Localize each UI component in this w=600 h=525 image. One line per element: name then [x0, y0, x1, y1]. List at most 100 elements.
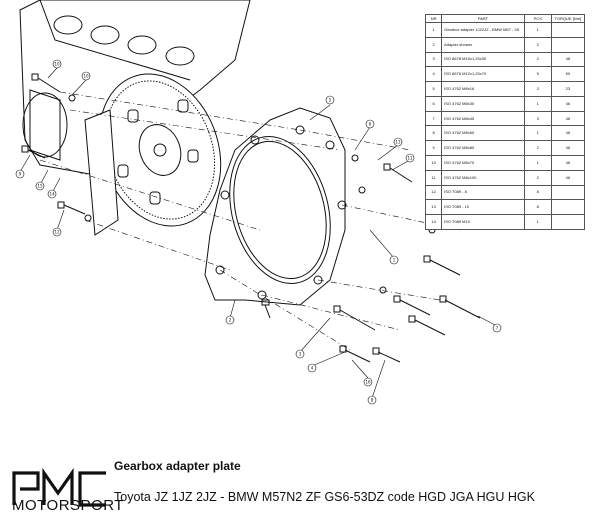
callout-label: 5 — [329, 97, 332, 102]
cell-part: ISO 7089 - 8 — [441, 184, 525, 201]
cell-nr: 13 — [424, 199, 443, 216]
cell-pcs: 1 — [523, 22, 552, 38]
column-header-part: PART — [441, 14, 525, 23]
callout-label: 10 — [54, 61, 60, 66]
flywheel — [84, 73, 222, 236]
cell-part: ISO 8676 M12x1,25x70 — [441, 66, 525, 83]
cell-part: Gearbox adapter 1JZ2JZ - BMW M57 - 3S — [441, 22, 525, 38]
cell-pcs: 3 — [523, 81, 552, 97]
callout-label: 15 — [37, 183, 43, 188]
cell-torque: 23 — [550, 81, 586, 97]
cell-torque — [550, 199, 586, 216]
callout-label: 1 — [393, 257, 396, 262]
pmc-logo — [12, 467, 106, 507]
adapter-plate — [204, 107, 347, 306]
cell-nr: 14 — [424, 214, 443, 230]
column-header-torque: TORQUE [Nm] — [550, 14, 586, 23]
callout-label: 10 — [83, 73, 89, 78]
cell-nr: 5 — [424, 81, 443, 97]
cell-part: ISO 4762 M8x16 — [441, 81, 525, 97]
column-header-nr: NR — [424, 14, 443, 23]
callout-label: 3 — [299, 351, 302, 356]
cell-part: ISO 4762 M8x100 — [441, 169, 525, 186]
cell-torque — [550, 214, 586, 230]
callout-label: 2 — [229, 317, 232, 322]
cell-part: Adapter shower — [441, 36, 525, 53]
cell-pcs: 1 — [523, 125, 552, 142]
cell-torque: 46 — [550, 125, 586, 142]
product-title: Gearbox adapter plate — [114, 459, 241, 473]
cell-nr: 2 — [424, 36, 443, 53]
cell-pcs: 1 — [523, 214, 552, 230]
cell-part: ISO 4762 M8x80 — [441, 140, 525, 157]
callout-label: 9 — [19, 171, 22, 176]
cell-torque: 46 — [550, 95, 586, 112]
washers — [68, 94, 436, 294]
cell-torque — [550, 36, 586, 53]
cell-torque: 46 — [550, 169, 586, 186]
cell-part: ISO 4762 M8x60 — [441, 125, 525, 142]
cell-pcs: 1 — [523, 155, 552, 171]
cell-nr: 12 — [424, 184, 443, 201]
callout-label: 13 — [395, 139, 401, 144]
cell-torque: 46 — [550, 140, 586, 157]
table-header-row: NR PART PCS TORQUE [Nm] — [424, 14, 586, 23]
callout-label: 14 — [49, 191, 55, 196]
cell-part: ISO 4762 M8x70 — [441, 155, 525, 171]
callout-label: 8 — [371, 397, 374, 402]
callout-label: 6 — [369, 121, 372, 126]
callout-label: 7 — [496, 325, 499, 330]
cell-nr: 11 — [424, 169, 443, 186]
cell-pcs: 3 — [523, 110, 552, 127]
cell-pcs: 2 — [523, 169, 552, 186]
cell-torque — [550, 22, 586, 38]
cell-nr: 10 — [424, 155, 443, 171]
cell-part: ISO 7089 - 10 — [441, 199, 525, 216]
callout-label: 4 — [311, 365, 314, 370]
product-subtitle: Toyota JZ 1JZ 2JZ - BMW M57N2 ZF GS6-53D… — [114, 490, 535, 504]
cell-part: ISO 8678 M10x1,25x30 — [441, 51, 525, 68]
cell-pcs: 2 — [523, 51, 552, 68]
column-header-pcs: PCS — [523, 14, 552, 23]
cell-part: ISO 7089 M10 — [441, 214, 525, 230]
exploded-assembly-drawing: 10 10 5 6 9 15 14 12 13 11 1 2 3 4 16 8 … — [15, 0, 502, 405]
callout-label: 11 — [407, 155, 413, 160]
bolts — [21, 73, 481, 363]
cell-pcs: 2 — [523, 140, 552, 157]
cell-nr: 9 — [424, 140, 443, 157]
cell-torque: 48 — [550, 51, 586, 68]
cell-part: ISO 4762 M8x30 — [441, 95, 525, 112]
cell-nr: 4 — [424, 66, 443, 83]
cell-nr: 8 — [424, 125, 443, 142]
cell-pcs: 8 — [523, 184, 552, 201]
cell-torque: 50 — [550, 66, 586, 83]
cell-part: ISO 4762 M8x45 — [441, 110, 525, 127]
cell-pcs: 5 — [523, 66, 552, 83]
callout-label: 12 — [54, 229, 60, 234]
cell-nr: 6 — [424, 95, 443, 112]
cell-nr: 1 — [424, 22, 443, 38]
cell-torque — [550, 184, 586, 201]
cell-torque: 46 — [550, 155, 586, 171]
callout-label: 16 — [365, 379, 371, 384]
cell-pcs: 8 — [523, 199, 552, 216]
cell-nr: 3 — [424, 51, 443, 68]
brand-name: MOTORSPORT — [12, 497, 124, 514]
callouts: 10 10 5 6 9 15 14 12 13 11 1 2 3 4 16 8 … — [15, 59, 502, 405]
